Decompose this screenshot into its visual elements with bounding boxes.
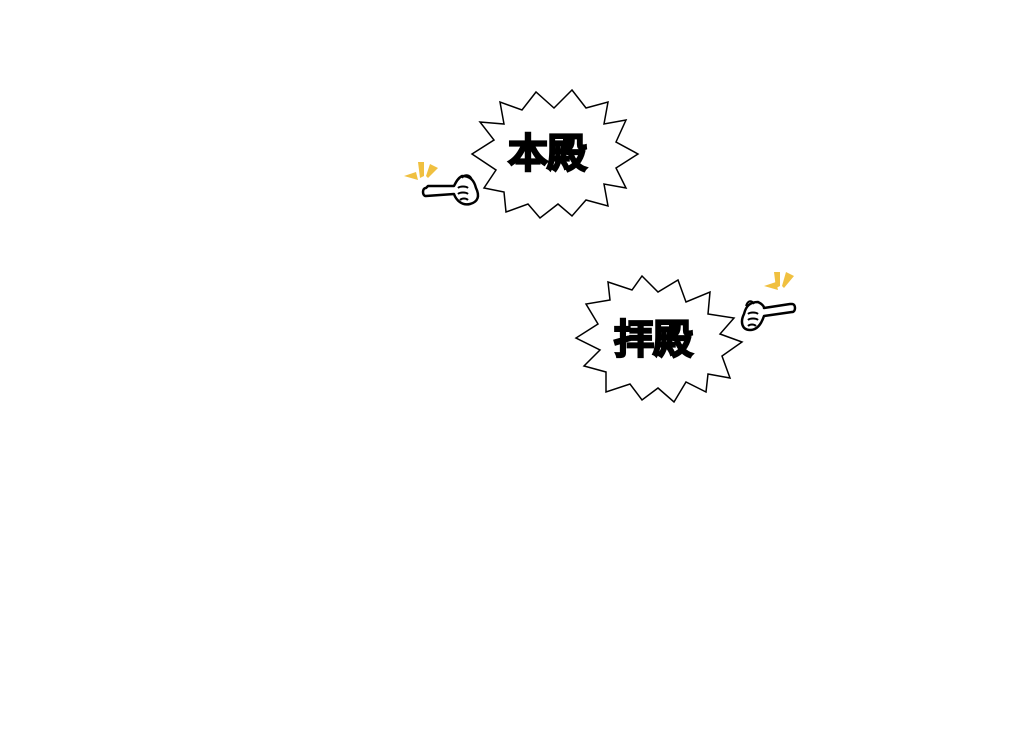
pointing-hand-icon <box>421 174 480 206</box>
sparkle-icon <box>764 272 794 290</box>
label-haiden[interactable]: 拝殿 <box>574 270 804 406</box>
burst-shape <box>574 274 744 404</box>
label-text: 拝殿 <box>613 317 694 363</box>
label-honden[interactable]: 本殿 <box>400 88 642 220</box>
sparkle-icon <box>404 162 438 180</box>
burst-shape <box>470 88 640 220</box>
label-text: 本殿 <box>507 131 588 177</box>
pointing-hand-icon <box>740 300 797 332</box>
